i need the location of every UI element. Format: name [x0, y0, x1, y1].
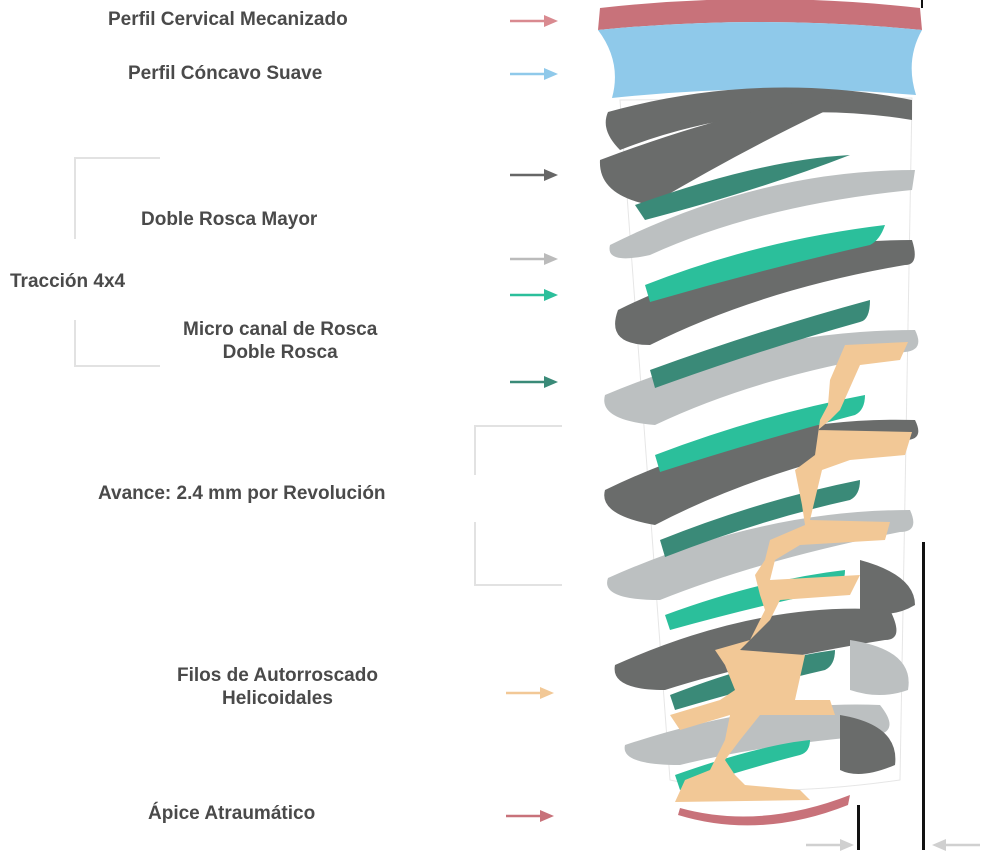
label-cutting-edges-line2: Helicoidales [222, 688, 333, 709]
advance-bracket-bottom [474, 522, 562, 586]
traction-bracket-bottom [74, 320, 160, 367]
concave-profile [598, 22, 922, 98]
core-diameter-line [857, 805, 860, 850]
label-micro-channel-line2: Doble Rosca [222, 342, 338, 363]
label-concave: Perfil Cóncavo Suave [128, 63, 323, 84]
micro-channel-arrow [510, 289, 558, 301]
traction-bracket-top [74, 157, 160, 239]
advance-bracket-top [474, 425, 562, 475]
label-micro-channel-line1: Micro canal de Rosca [183, 319, 378, 340]
concave-arrow [510, 68, 558, 80]
left-dimension-arrow [806, 839, 854, 851]
cervical-arrow [510, 15, 558, 27]
top-tick-line [921, 0, 923, 8]
cutting-edges-arrow [506, 687, 554, 699]
apex-arrow [506, 810, 554, 822]
right-dimension-arrow [932, 839, 980, 851]
minor-thread-arrow [510, 253, 558, 265]
label-cutting-edges: Filos de Autorroscado Helicoidales [177, 664, 378, 710]
dental-implant-illustration [598, 0, 922, 826]
label-cutting-edges-line1: Filos de Autorroscado [177, 665, 378, 686]
major-thread-arrow [510, 169, 558, 181]
label-micro-channel: Micro canal de Rosca Doble Rosca [183, 318, 377, 364]
outer-diameter-line [922, 542, 925, 850]
label-traction: Tracción 4x4 [10, 271, 126, 292]
cervical-profile [598, 0, 922, 30]
apex-profile [678, 795, 850, 826]
label-double-thread: Doble Rosca Mayor [141, 209, 318, 230]
micro-channel-dark-arrow [510, 376, 558, 388]
label-apex: Ápice Atraumático [148, 803, 316, 824]
cutting-edges [670, 342, 912, 802]
label-cervical: Perfil Cervical Mecanizado [108, 9, 348, 30]
label-advance: Avance: 2.4 mm por Revolución [98, 483, 386, 504]
